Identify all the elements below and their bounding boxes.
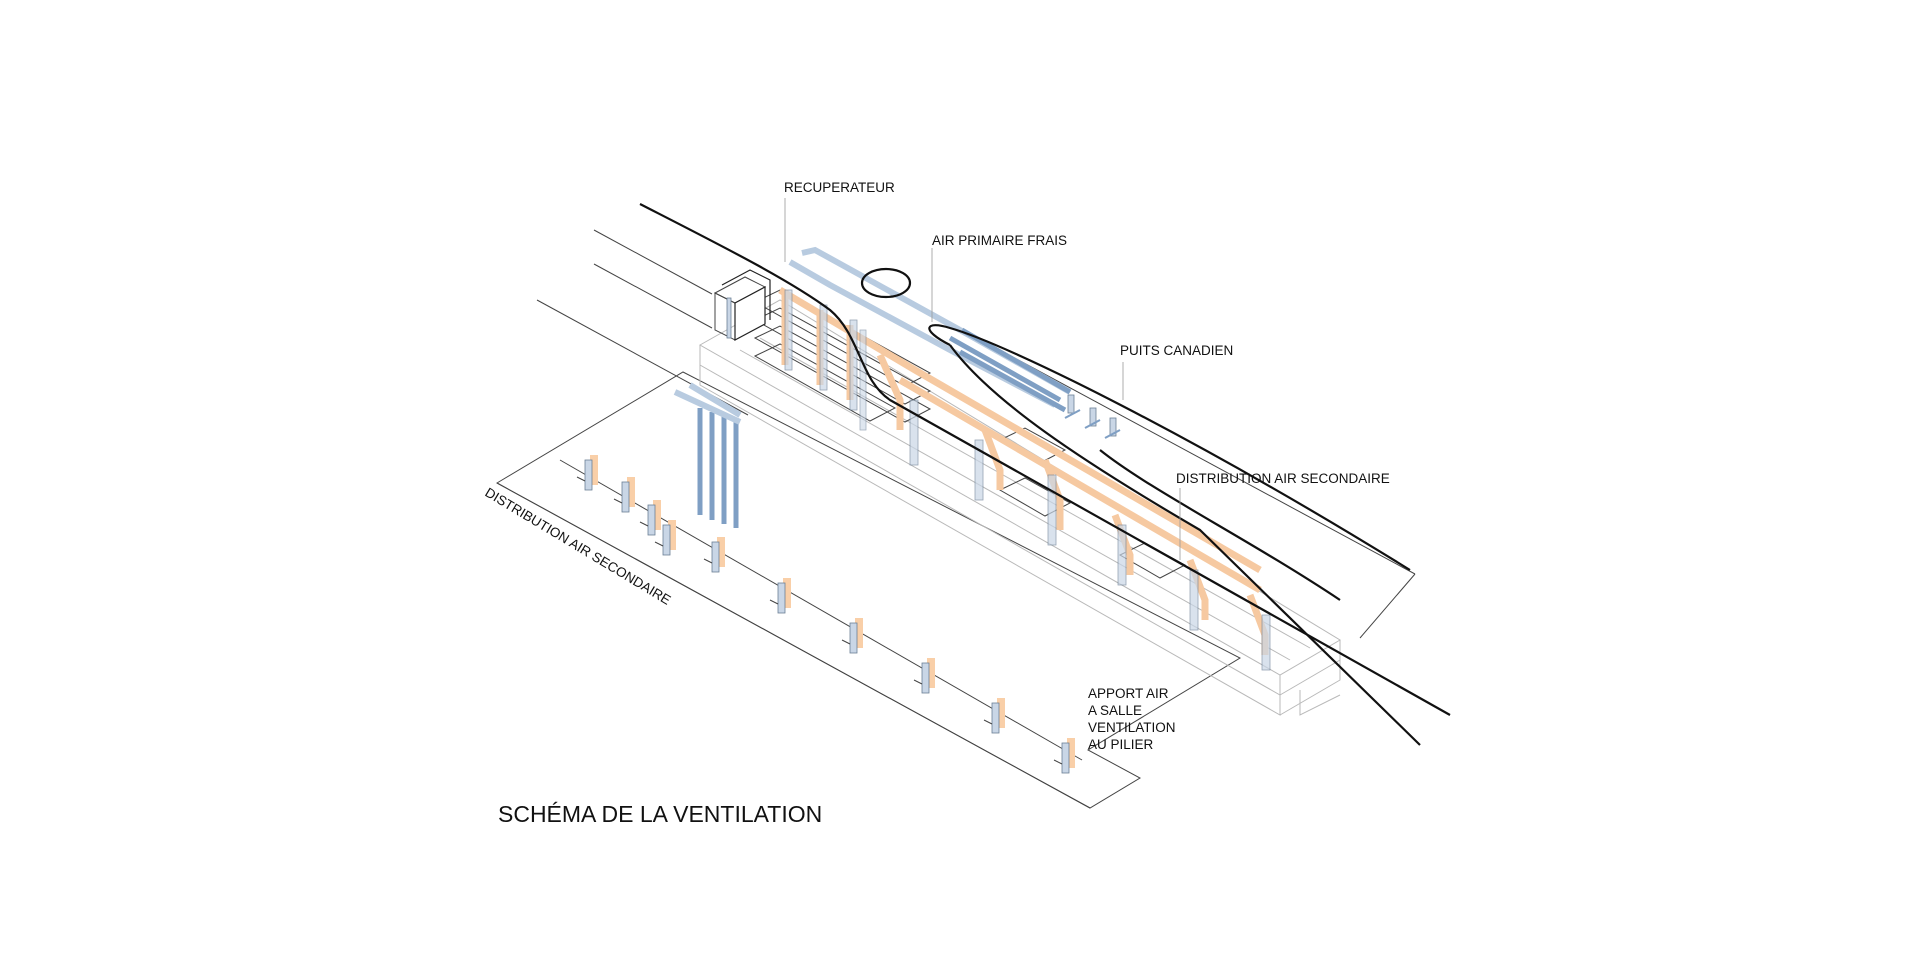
label-apport-line2: A SALLE: [1088, 703, 1142, 718]
label-puits-canadien: PUITS CANADIEN: [1120, 343, 1233, 358]
label-apport-line4: AU PILIER: [1088, 737, 1154, 752]
primary-air-ducts: [673, 246, 1072, 528]
recuperateur-unit: [713, 269, 771, 341]
airflow-curves: [639, 203, 1451, 746]
label-distribution-right: DISTRIBUTION AIR SECONDAIRE: [1176, 471, 1390, 486]
label-apport-line1: APPORT AIR: [1088, 686, 1169, 701]
label-apport-line3: VENTILATION: [1088, 720, 1176, 735]
label-air-primaire-frais: AIR PRIMAIRE FRAIS: [932, 233, 1067, 248]
leader-lines: [784, 198, 1181, 560]
label-recuperateur: RECUPERATEUR: [784, 180, 895, 195]
puits-canadien-outlets: [1064, 394, 1121, 439]
vertical-risers: [784, 289, 1271, 671]
terrain-lines: [536, 229, 1416, 639]
diagram-title: SCHÉMA DE LA VENTILATION: [498, 801, 822, 827]
ground-plane: [495, 371, 1242, 809]
pillar-units-left: [559, 455, 1083, 774]
label-distribution-left: DISTRIBUTION AIR SECONDAIRE: [482, 485, 673, 608]
